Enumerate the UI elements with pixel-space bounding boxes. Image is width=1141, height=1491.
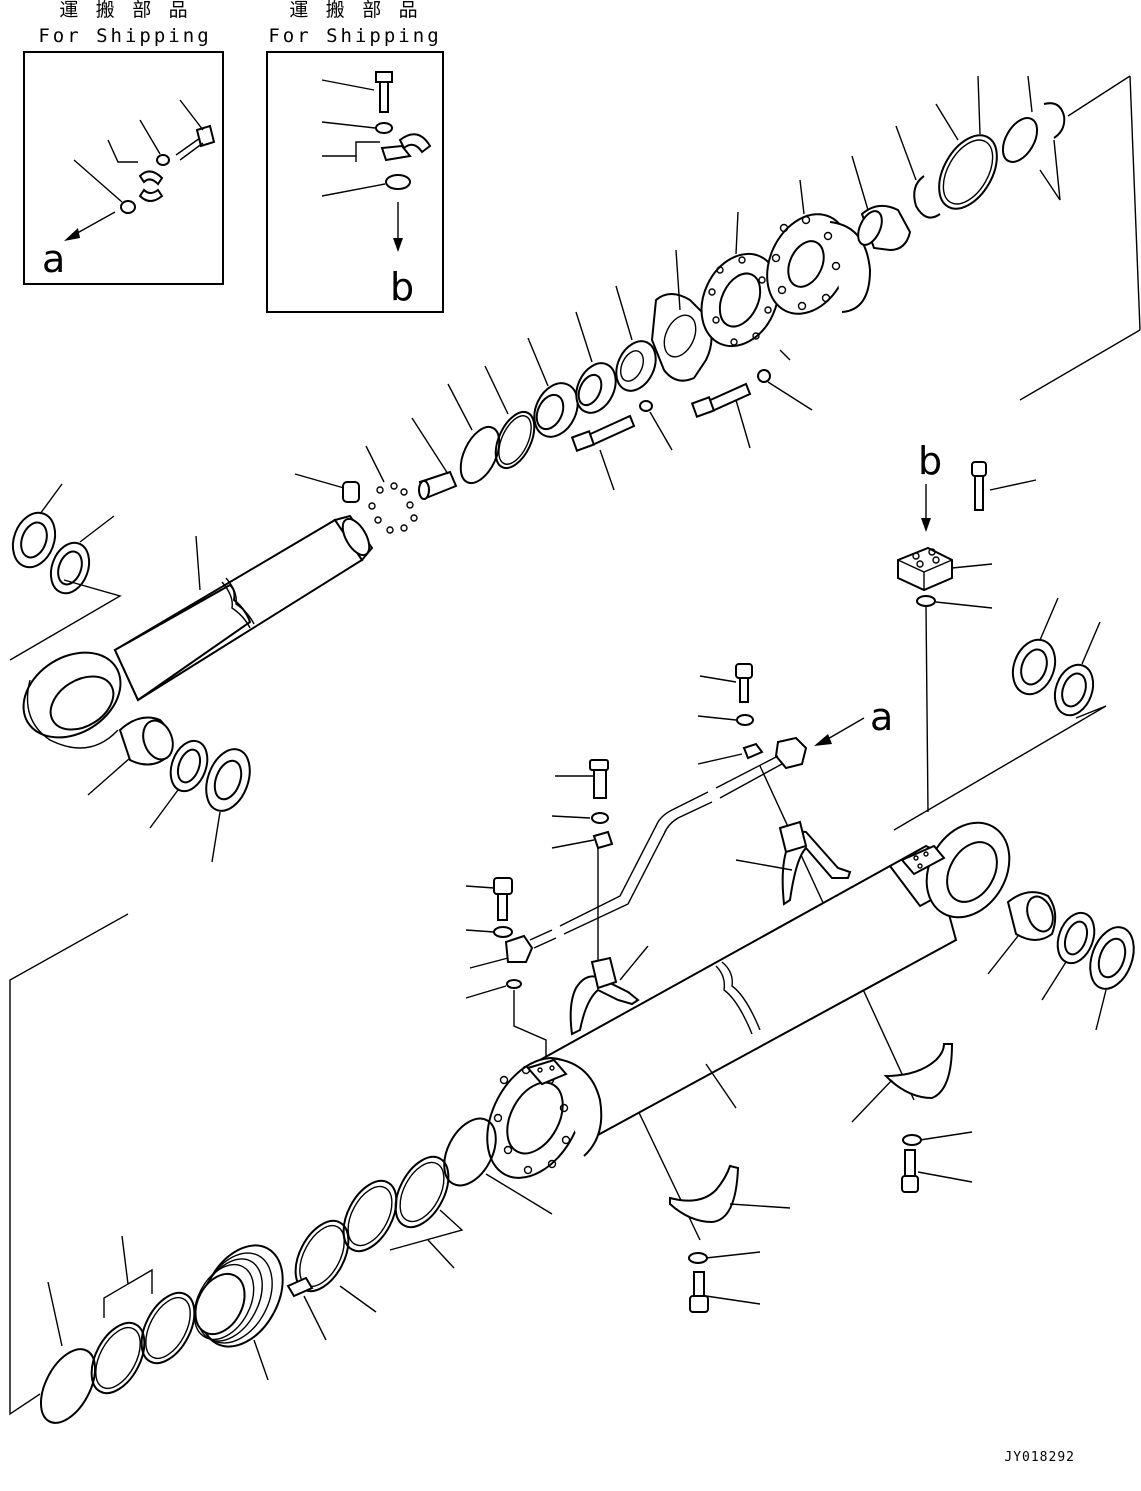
screw-icon [411,417,458,500]
reference-arrow-a [64,211,116,241]
washer-icon [321,121,393,134]
bolt-icon [570,414,636,491]
pipe-band-clamps [569,820,973,1313]
shipping-parts-box-b: 運 搬 部 品 For Shipping b [266,0,444,313]
clamp-icon [322,133,432,162]
shipping-parts-box-a: 運 搬 部 品 For Shipping a [23,0,224,285]
cylinder-tube [486,821,1011,1179]
steel-balls [365,445,418,534]
drawing-code: JY018292 [1004,1450,1075,1465]
washer-icon [139,119,170,166]
bolt-icon [690,382,752,449]
bottom-bushing-group-right [893,597,1107,831]
bottom-bushing-group-lower [987,891,1135,1031]
reference-label-b: b [390,265,414,309]
shipping-header-jp-b: 運 搬 部 品 [289,0,420,21]
shipping-header-jp-a: 運 搬 部 品 [59,0,190,21]
clamp-icon [107,139,164,202]
piston-rod [22,417,458,749]
shipping-header-en-b: For Shipping [268,25,441,47]
split-flange-group: b [897,439,1037,813]
rod-bushing-group-left [9,483,122,661]
piston-icon [193,1244,284,1381]
o-ring-icon [73,159,136,214]
pipe-assembly: a [465,663,915,1241]
bolt-icon [175,99,216,161]
rod-bushing-group-lower [87,716,251,863]
piston-seal-group [9,913,553,1424]
bolt-icon [321,71,393,113]
shipping-header-en-a: For Shipping [38,25,211,47]
upper-group-outline [779,75,1141,401]
reference-label-b-main: b [918,439,942,483]
o-ring-icon [321,174,411,197]
reference-arrow-b [393,202,403,252]
reference-label-a: a [42,237,65,281]
reference-label-a-main: a [870,695,893,739]
rod-side-parts [447,75,1066,491]
